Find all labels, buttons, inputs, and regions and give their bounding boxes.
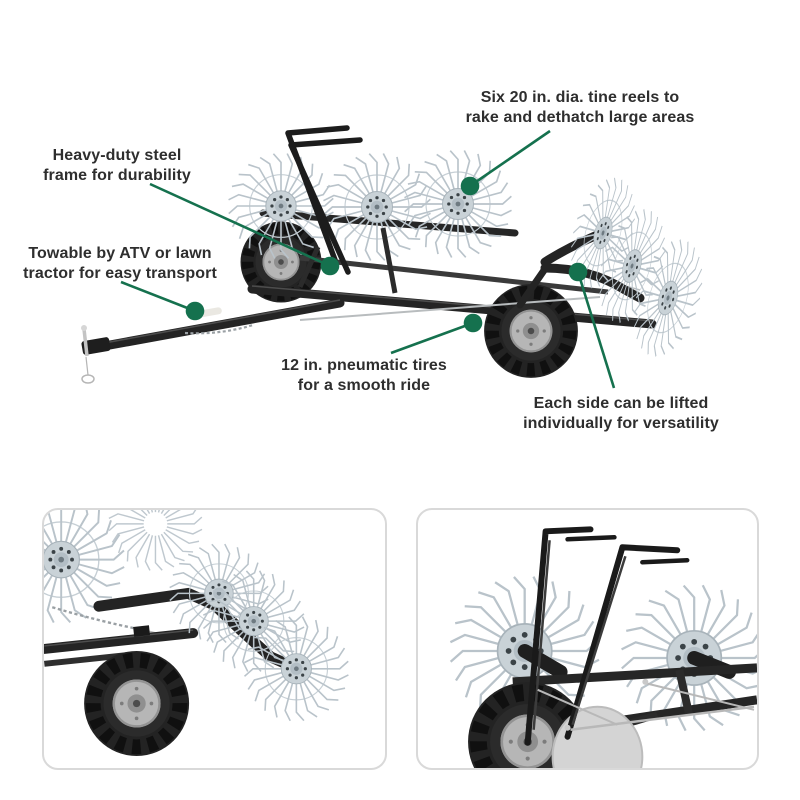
detail-right-illustration bbox=[418, 526, 757, 768]
wheel-inner-hub bbox=[551, 705, 644, 768]
main-product-illustration bbox=[81, 125, 800, 389]
callout-label-steel-frame: Heavy-duty steel frame for durability bbox=[17, 146, 217, 186]
detail-wheel-illustration bbox=[84, 651, 189, 756]
callout-text-line: Each side can be lifted bbox=[533, 395, 709, 412]
safety-chain bbox=[51, 606, 139, 631]
callout-leaders bbox=[120, 129, 616, 389]
callout-dot-towable bbox=[185, 301, 205, 321]
callout-label-tires: 12 in. pneumatic tires for a smooth ride bbox=[259, 356, 469, 396]
callout-label-lift: Each side can be lifted individually for… bbox=[510, 394, 732, 434]
callout-text-line: for a smooth ride bbox=[297, 376, 431, 394]
callout-dot-frame bbox=[320, 256, 340, 276]
callout-dot-lift bbox=[568, 262, 588, 282]
callout-text-line: individually for versatility bbox=[523, 414, 719, 432]
callout-label-tine-reels: Six 20 in. dia. tine reels to rake and d… bbox=[449, 88, 711, 128]
right-wheel-illustration bbox=[484, 284, 578, 378]
rear-rail bbox=[299, 255, 609, 295]
left-tine-reel-group bbox=[229, 150, 512, 260]
linkage-rods bbox=[537, 678, 755, 731]
linkage-rod bbox=[299, 296, 601, 321]
callout-dot-reels bbox=[460, 176, 480, 196]
safety-chain bbox=[184, 323, 254, 335]
hitch-clevis-and-pin bbox=[81, 325, 111, 384]
detail-left-illustration bbox=[44, 510, 385, 768]
callout-text-line: Heavy-duty steel bbox=[52, 147, 182, 164]
callout-text-line: Towable by ATV or lawn bbox=[28, 245, 212, 262]
callout-text-line: rake and dethatch large areas bbox=[465, 108, 695, 126]
lift-handles bbox=[285, 125, 363, 275]
steel-frame-beam bbox=[247, 227, 657, 329]
callout-text-line: frame for durability bbox=[43, 166, 191, 184]
callout-dot-tires bbox=[463, 313, 483, 333]
detail-panel-right bbox=[416, 508, 759, 770]
callout-text-line: 12 in. pneumatic tires bbox=[281, 357, 447, 374]
reel-axle bbox=[517, 643, 568, 679]
callout-text-line: tractor for easy transport bbox=[23, 264, 217, 282]
side-rake-arm bbox=[93, 587, 310, 678]
callout-label-towable: Towable by ATV or lawn tractor for easy … bbox=[14, 244, 226, 284]
callout-text-line: Six 20 in. dia. tine reels to bbox=[480, 89, 680, 106]
tow-bar bbox=[83, 298, 345, 354]
lift-levers bbox=[524, 526, 690, 746]
detail-panel-left bbox=[42, 508, 387, 770]
